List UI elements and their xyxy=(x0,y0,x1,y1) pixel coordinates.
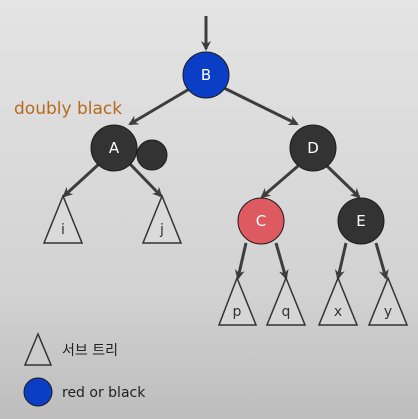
node-e-label: E xyxy=(356,212,365,230)
subtree-x: x xyxy=(317,275,359,326)
subtree-p-label: p xyxy=(233,304,242,320)
subtree-i-triangle xyxy=(42,193,84,244)
subtree-j-label: j xyxy=(159,222,164,238)
node-a-circle xyxy=(90,124,138,172)
node-c-label: C xyxy=(256,212,266,230)
node-b-label: B xyxy=(201,66,211,84)
subtree-y-label: y xyxy=(384,304,392,320)
node-c: C xyxy=(237,197,285,245)
node-d: D xyxy=(289,124,337,172)
subtree-j: j xyxy=(141,193,183,244)
edge-b-d xyxy=(223,86,299,126)
node-d-circle xyxy=(289,124,337,172)
subtree-p: p xyxy=(217,275,258,326)
edge-a-i xyxy=(62,162,101,198)
node-d-label: D xyxy=(307,139,319,157)
subtree-q: q xyxy=(265,275,307,326)
extra-black-token xyxy=(136,139,168,171)
edge-c-q xyxy=(274,242,289,280)
edge-e-y xyxy=(374,242,389,280)
subtree-i-label: i xyxy=(61,222,65,238)
node-a: A xyxy=(90,124,138,172)
legend-color-circle-icon xyxy=(23,377,53,407)
subtree-y: y xyxy=(367,275,409,326)
legend: 서브 트리 red or black xyxy=(23,332,146,407)
legend-color-label: red or black xyxy=(62,385,146,401)
edge-a-j xyxy=(128,162,163,198)
edge-c-p xyxy=(234,242,248,280)
subtree-i: i xyxy=(42,193,84,244)
edge-d-e xyxy=(325,164,361,199)
legend-subtree-triangle-icon xyxy=(23,332,53,366)
node-c-circle xyxy=(237,197,285,245)
subtree-q-label: q xyxy=(282,304,291,320)
node-a-label: A xyxy=(109,139,120,157)
subtree-q-triangle xyxy=(265,275,307,326)
doubly-black-note: doubly black xyxy=(14,99,122,119)
edge-e-x xyxy=(334,242,348,280)
node-e-circle xyxy=(337,197,385,245)
subtree-j-triangle xyxy=(141,193,183,244)
subtree-p-triangle xyxy=(217,275,258,326)
node-b-circle xyxy=(182,51,230,99)
subtree-x-triangle xyxy=(317,275,359,326)
subtree-y-triangle xyxy=(367,275,409,326)
subtree-x-label: x xyxy=(334,304,342,320)
edge-d-c xyxy=(260,164,299,199)
node-b: B xyxy=(182,51,230,99)
node-e: E xyxy=(337,197,385,245)
edges xyxy=(62,16,389,280)
edge-b-a xyxy=(128,86,192,126)
legend-subtree-label: 서브 트리 xyxy=(62,343,118,359)
